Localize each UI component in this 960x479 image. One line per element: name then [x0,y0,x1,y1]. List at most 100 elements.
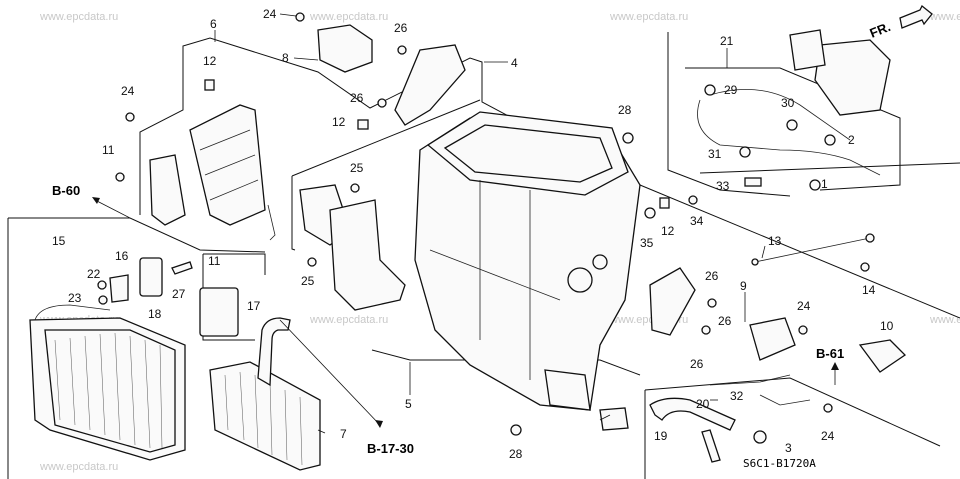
callout-24: 24 [121,84,135,98]
housing-group-frame [139,37,641,215]
watermark: www.epc [929,11,960,23]
fin-line [254,374,259,449]
gasket-17 [199,287,239,337]
link-assembly [189,104,276,241]
fin-line [159,344,163,449]
link-rib [209,179,259,201]
control-unit [814,39,891,116]
callout-33: 33 [716,179,730,193]
watermark: www.epcdata.ru [309,11,388,23]
callout-26: 26 [690,357,704,371]
screw-25 [307,257,317,267]
connector-30 [786,119,798,131]
front-direction-indicator: FR. [868,4,933,41]
oring-22 [97,280,107,290]
drain-outlet [544,369,591,411]
callout-25: 25 [301,274,315,288]
housing-top-opening [443,124,613,183]
clip-12 [357,119,369,130]
callout-32: 32 [730,389,744,403]
connector-31 [739,146,751,158]
duct-bracket [149,154,186,226]
callout-18: 18 [148,307,162,321]
oring-23 [98,295,108,305]
link-rib [204,154,256,176]
actuator-9 [749,317,796,361]
clip-1 [809,179,821,191]
callout-31: 31 [708,147,722,161]
screw-26 [701,325,711,335]
screw-24 [823,403,833,413]
evaporator-pipe [34,304,111,321]
callout-26: 26 [705,269,719,283]
bracket-link [649,267,696,336]
link-housing [189,104,266,226]
rod-end [865,233,875,243]
callout-7: 7 [340,427,347,441]
callout-28: 28 [509,447,523,461]
gasket-group-frame [202,254,255,341]
fin-line [69,337,76,426]
side-duct [299,183,406,311]
right-small-parts [644,195,907,463]
rod-end [751,258,759,266]
fin-line [84,335,91,431]
harness-group-frame [699,162,960,174]
gasket-group-frame [203,253,266,275]
front-label: FR. [868,19,893,41]
leader [293,57,319,61]
screw-24 [295,12,305,22]
callout-25: 25 [350,161,364,175]
link-rod [267,204,276,241]
mode-motor-8 [317,24,373,73]
arrowhead-icon [375,420,383,428]
link-rib [199,129,251,151]
hose-group-frame [644,377,941,447]
screw-14 [860,262,870,272]
screw-34 [688,195,698,205]
callout-26: 26 [718,314,732,328]
leader [599,414,611,421]
callout-12: 12 [203,54,217,68]
heater-core-body [209,361,321,471]
mode-motor [295,12,466,130]
callout-26: 26 [350,91,364,105]
watermark: www.epcdata.ru [609,11,688,23]
actuator-gear [567,267,593,293]
callout-27: 27 [172,287,186,301]
fin-line [99,333,106,436]
harness-group-frame [685,67,901,191]
sensor-10 [858,339,907,373]
bracket-16 [109,274,129,303]
rod-13 [754,237,871,263]
evaporator-fins [44,329,176,453]
screw-11 [115,172,125,182]
screw-25 [350,183,360,193]
front-arrow-icon [899,4,933,29]
callout-15: 15 [52,234,66,248]
callouts: 1 2 3 4 5 6 7 8 9 10 11 11 12 12 12 13 1… [52,7,894,461]
clip-2 [824,134,836,146]
callout-5: 5 [405,397,412,411]
callout-14: 14 [862,283,876,297]
fin-line [239,371,245,441]
clamp-3 [753,430,767,444]
harness-21 [709,89,851,141]
wire-32 [759,394,811,406]
diagram-code: S6C1-B1720A [743,457,816,470]
callout-19: 19 [654,429,668,443]
callout-1: 1 [821,177,828,191]
clip-12 [204,79,215,91]
bolt-27 [171,261,193,275]
ref-leader [279,319,381,426]
wire-harness [697,29,891,191]
fin-line [144,339,151,449]
hose-19 [649,397,736,431]
callout-23: 23 [68,291,82,305]
callout-3: 3 [785,441,792,455]
housing-group-frame [291,176,296,251]
watermark: www.epc [929,314,960,326]
reference-b61: B-61 [816,346,844,361]
fin-line [284,389,288,461]
